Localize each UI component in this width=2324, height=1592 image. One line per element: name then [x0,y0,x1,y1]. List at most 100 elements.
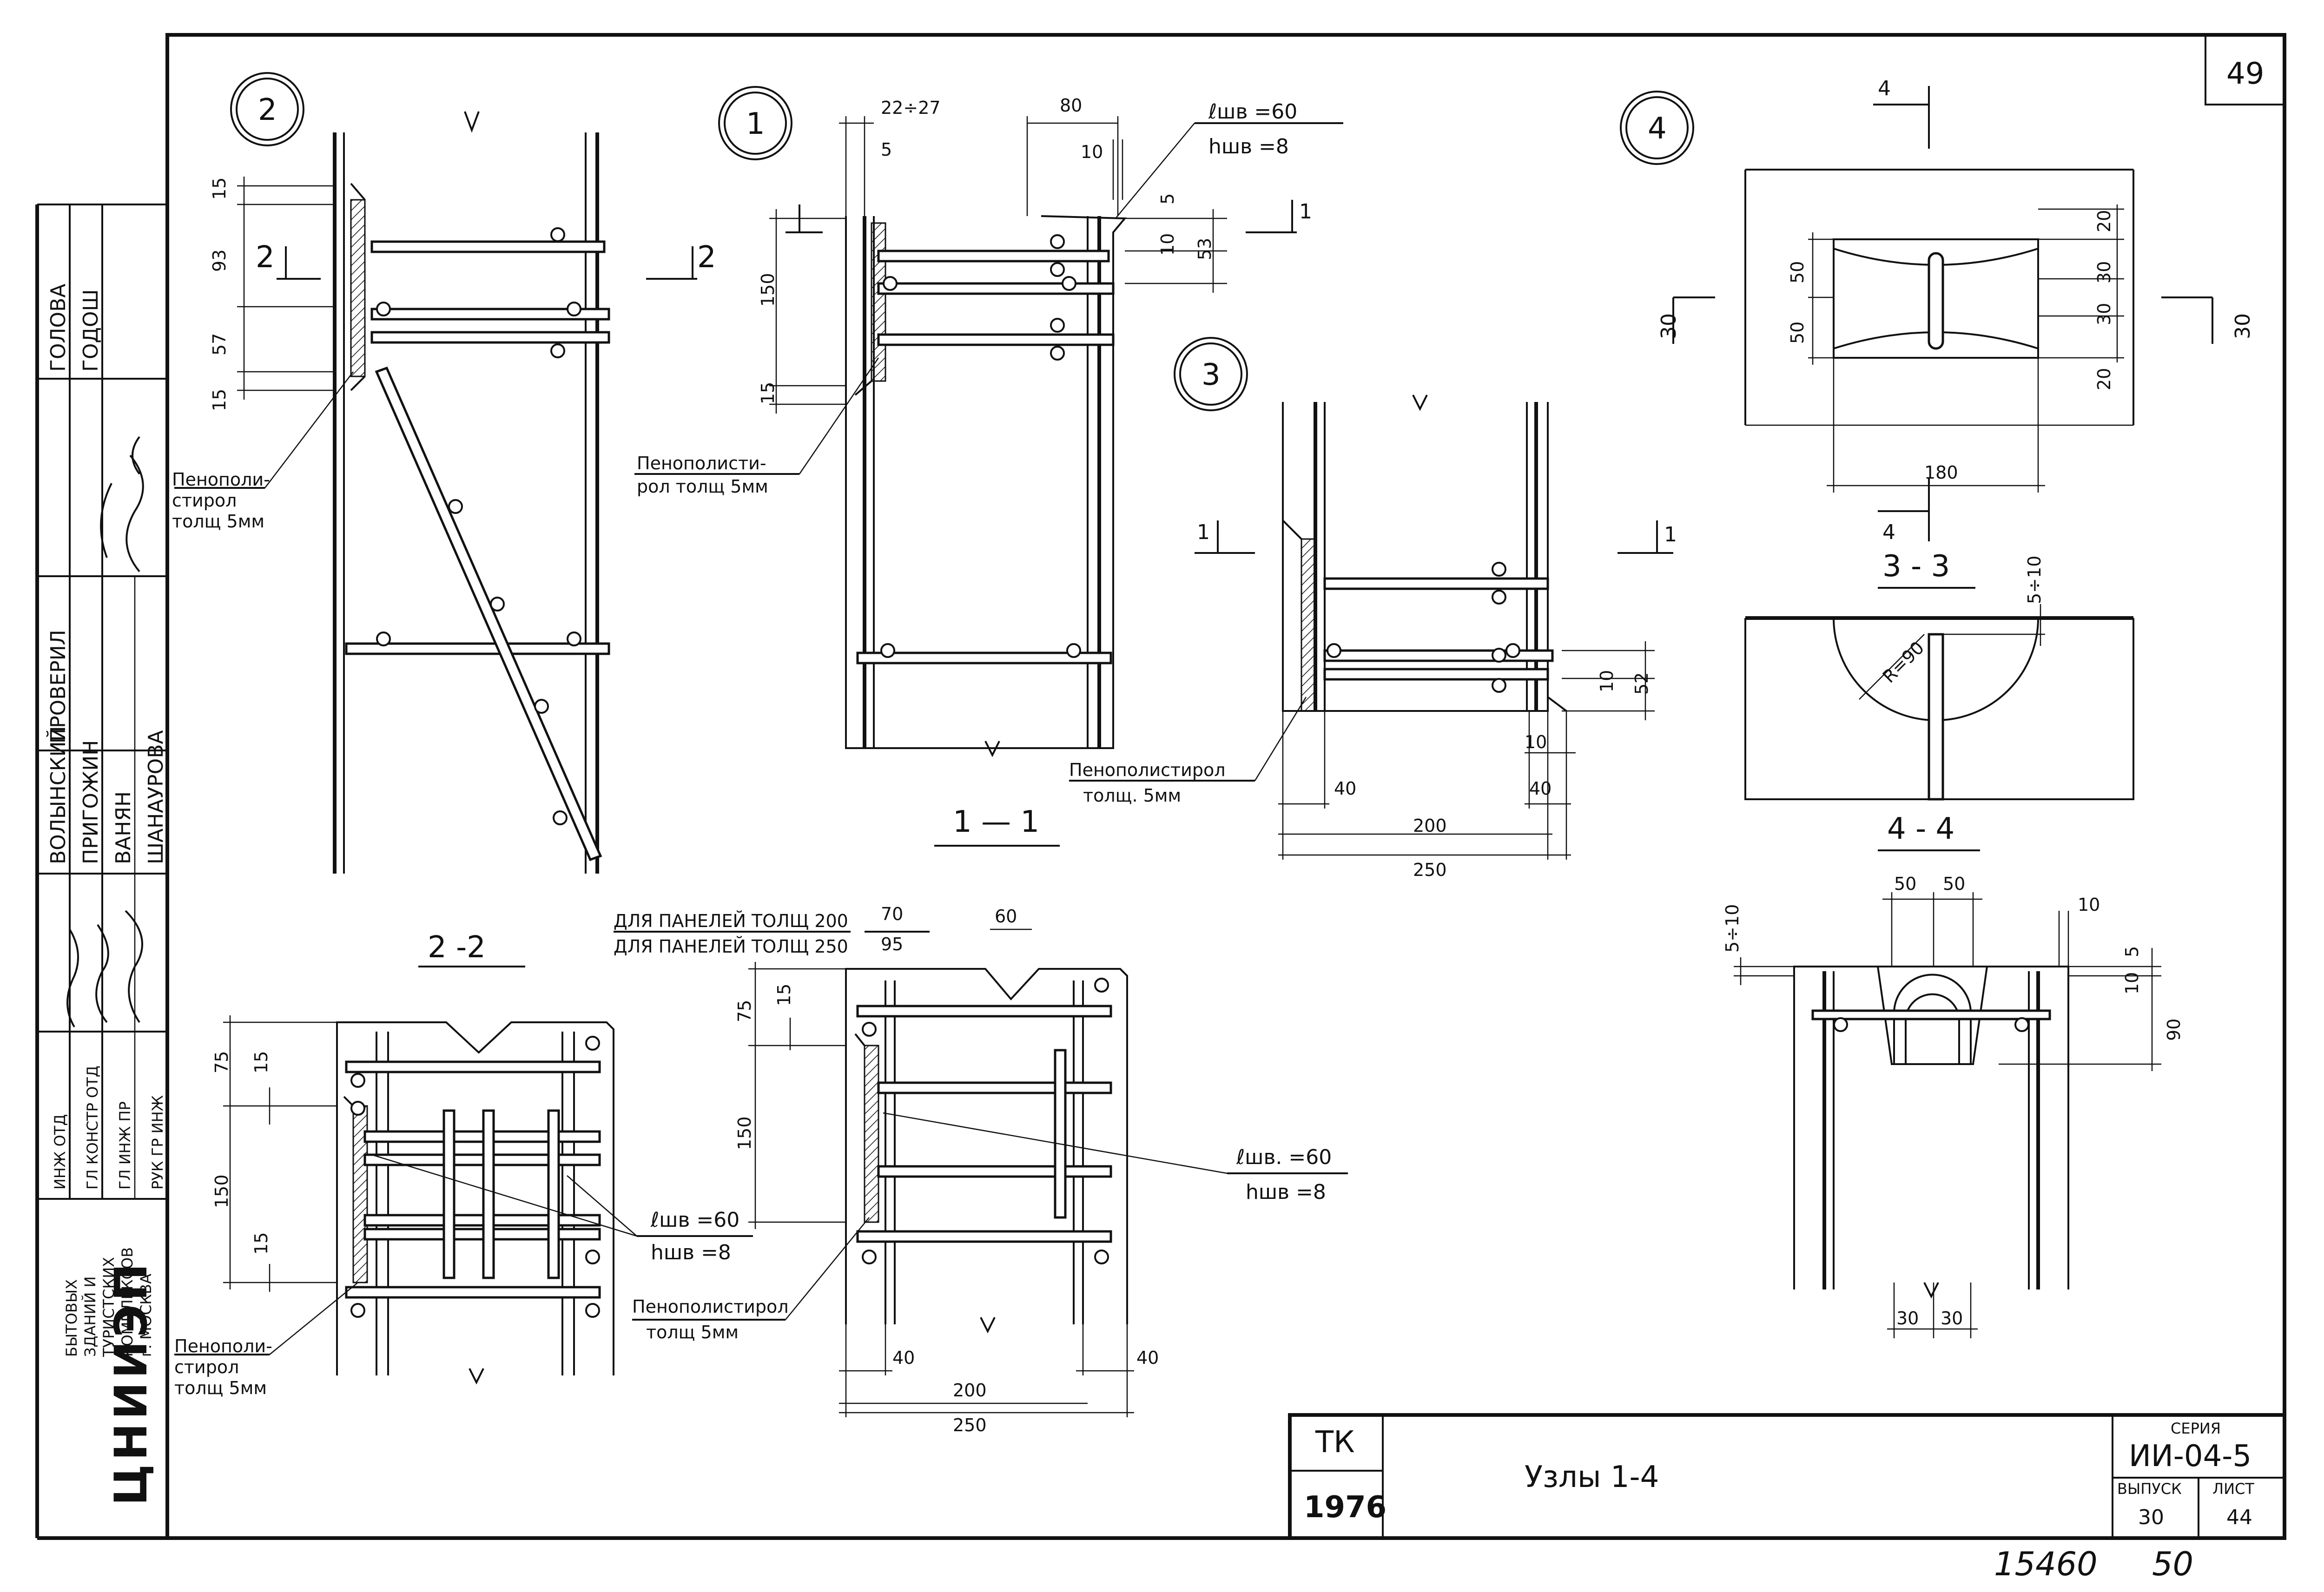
series-value: ИИ-04-5 [2129,1439,2251,1474]
svg-text:90: 90 [2164,1019,2184,1041]
svg-text:80: 80 [1060,95,1082,116]
svg-text:стирол: стирол [172,490,237,511]
svg-text:30: 30 [1657,313,1681,339]
svg-text:ВАНЯН: ВАНЯН [112,791,135,864]
svg-text:40: 40 [1136,1348,1159,1368]
svg-text:15: 15 [251,1051,271,1073]
svg-text:15: 15 [209,178,230,200]
svg-text:ℓшв. =60: ℓшв. =60 [1236,1145,1332,1169]
svg-text:22÷27: 22÷27 [881,98,941,118]
svg-text:50: 50 [1894,874,1916,894]
svg-text:5÷10: 5÷10 [2024,556,2045,604]
svg-text:50: 50 [1787,322,1808,344]
svg-text:30: 30 [2231,313,2255,339]
svg-text:ИНЖ ОТД: ИНЖ ОТД [51,1114,69,1190]
svg-text:180: 180 [1924,462,1958,483]
svg-text:4: 4 [1882,520,1895,544]
page-number: 50 [2152,1545,2193,1583]
svg-text:30: 30 [2138,1506,2164,1529]
svg-text:200: 200 [1413,816,1447,836]
svg-text:70: 70 [881,904,903,924]
svg-text:Пенополистирол: Пенополистирол [632,1296,789,1317]
node-1: 1 22÷27 5 80 10 [634,86,1343,847]
inventory-number: 15460 [1994,1545,2098,1583]
svg-text:20: 20 [2094,368,2114,390]
section-2-2-title: 2 -2 [428,930,486,965]
svg-text:57: 57 [209,333,230,355]
svg-text:4: 4 [1648,112,1667,146]
svg-text:44: 44 [2226,1506,2252,1529]
svg-text:ℓшв =60: ℓшв =60 [1208,100,1297,124]
svg-text:2: 2 [258,93,277,127]
svg-text:ВЫПУСК: ВЫПУСК [2117,1480,2182,1498]
svg-text:hшв =8: hшв =8 [651,1241,731,1264]
svg-text:ГОДОШ: ГОДОШ [79,289,103,372]
section-2-2: 2 -2 75 150 15 15 [174,930,753,1398]
svg-text:2: 2 [697,240,716,275]
svg-text:30: 30 [2094,261,2114,283]
section-4-4: 4 - 4 50 50 10 5÷10 5 10 90 [1722,812,2184,1338]
svg-text:40: 40 [1529,778,1552,799]
svg-text:10: 10 [1525,732,1547,752]
svg-text:Пенополи-: Пенополи- [174,1336,272,1356]
svg-text:1: 1 [1299,200,1312,224]
svg-text:КОМПЛЕКСОВ: КОМПЛЕКСОВ [119,1247,136,1357]
svg-text:толщ 5мм: толщ 5мм [646,1322,739,1342]
svg-text:ГЛ КОНСТР ОТД: ГЛ КОНСТР ОТД [84,1066,101,1190]
svg-text:БЫТОВЫХ: БЫТОВЫХ [63,1279,80,1357]
sheet-number: 49 [2226,57,2264,91]
year: 1976 [1304,1490,1386,1525]
svg-text:40: 40 [1334,778,1356,799]
svg-text:1: 1 [1664,523,1677,546]
svg-text:200: 200 [953,1380,987,1401]
svg-text:Пенополи-: Пенополи- [172,469,270,490]
section-3-3: 3 - 3 R=90 5÷10 [1744,549,2134,801]
sheet-frame [165,33,2286,1540]
svg-text:толщ 5мм: толщ 5мм [172,511,264,532]
svg-text:150: 150 [211,1174,232,1208]
org-logo: ЦНИИЭП [105,1260,157,1506]
svg-text:10: 10 [1081,142,1103,162]
svg-text:ДЛЯ ПАНЕЛЕЙ ТОЛЩ 250: ДЛЯ ПАНЕЛЕЙ ТОЛЩ 250 [614,936,848,957]
svg-text:ℓшв =60: ℓшв =60 [650,1208,739,1232]
drawing-title: Узлы 1-4 [1525,1460,1659,1494]
svg-text:ЛИСТ: ЛИСТ [2212,1480,2254,1498]
svg-text:Пенополисти-: Пенополисти- [637,453,766,474]
svg-text:10: 10 [2078,895,2100,915]
svg-text:150: 150 [734,1116,755,1150]
svg-text:60: 60 [995,906,1017,927]
svg-text:150: 150 [758,273,778,307]
svg-text:ПРОВЕРИЛ: ПРОВЕРИЛ [46,630,70,743]
svg-text:30: 30 [2094,303,2114,325]
svg-text:52: 52 [1631,672,1652,695]
svg-text:75: 75 [734,1000,755,1022]
svg-text:10: 10 [2122,972,2142,994]
svg-text:95: 95 [881,934,903,954]
section-3-3-title: 3 - 3 [1882,549,1950,584]
node-4: 4 4 4 30 30 50 50 20 30 30 20 [1620,77,2255,544]
svg-text:53: 53 [1195,238,1215,260]
svg-text:2: 2 [256,240,275,275]
svg-text:ЗДАНИЙ И: ЗДАНИЙ И [81,1276,99,1357]
svg-text:10: 10 [1597,670,1617,692]
node-2: 2 15 93 57 15 2 [172,72,716,874]
svg-text:20: 20 [2094,210,2114,232]
svg-text:толщ 5мм: толщ 5мм [174,1378,267,1398]
svg-text:250: 250 [953,1415,987,1435]
svg-text:1: 1 [746,107,765,141]
svg-text:1: 1 [1197,520,1210,544]
svg-text:15: 15 [251,1232,271,1255]
svg-text:5: 5 [881,139,892,160]
svg-text:г. МОСКВА: г. МОСКВА [137,1274,155,1357]
svg-text:рол толщ 5мм: рол толщ 5мм [637,476,768,497]
svg-text:ШАНАУРОВА: ШАНАУРОВА [144,730,168,864]
svg-text:5÷10: 5÷10 [1722,904,1743,953]
svg-text:ТУРИСТСКИХ: ТУРИСТСКИХ [100,1257,118,1357]
svg-text:15: 15 [209,389,230,411]
svg-text:4: 4 [1878,77,1891,100]
svg-text:50: 50 [1787,261,1808,283]
svg-text:10: 10 [1157,233,1178,256]
svg-text:Пенополистирол: Пенополистирол [1069,760,1226,780]
org-code: ТК [1315,1425,1355,1460]
